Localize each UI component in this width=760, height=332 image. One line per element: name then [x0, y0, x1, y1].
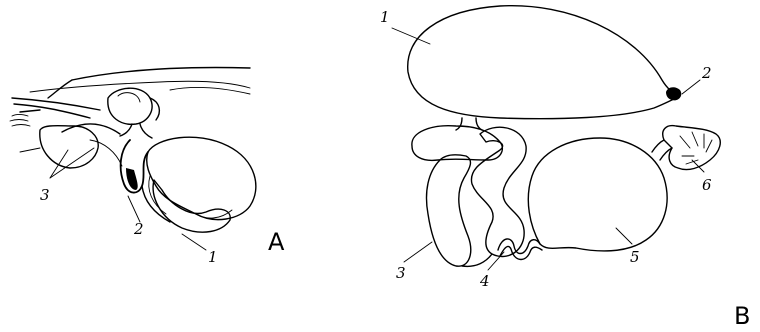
panel-a-drawing [10, 68, 256, 251]
panel-b-label-1: 1 [380, 8, 390, 26]
panel-b-label-5: 5 [630, 248, 640, 266]
panel-a-letter: A [268, 228, 285, 256]
panel-b-label-3: 3 [396, 264, 406, 282]
panel-b-letter: B [734, 302, 750, 330]
panel-a-label-2: 2 [133, 220, 144, 238]
panel-b-label-4: 4 [479, 272, 490, 290]
panel-a-label-3: 3 [40, 186, 50, 204]
panel-a-label-1: 1 [208, 248, 218, 266]
panel-b-drawing [392, 6, 720, 270]
panel-b-label-2: 2 [701, 64, 712, 82]
panel-b-label-6: 6 [702, 176, 712, 194]
